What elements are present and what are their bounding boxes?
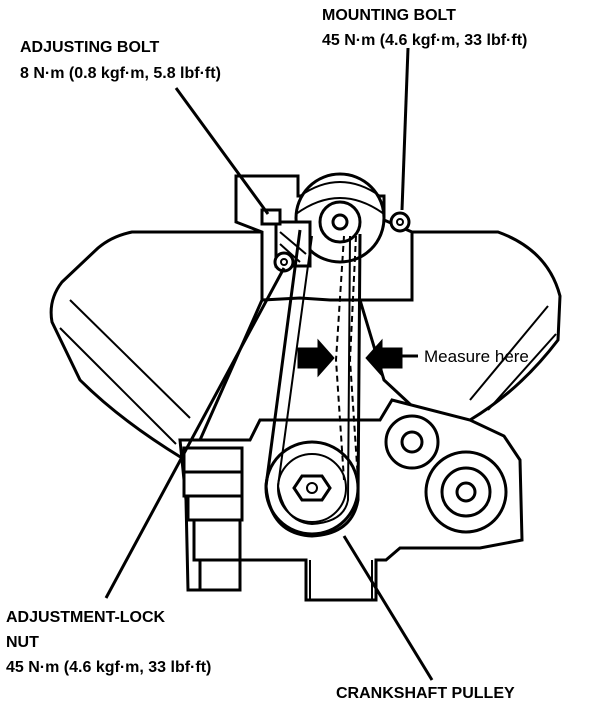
crankshaft-pulley-label: CRANKSHAFT PULLEY [336,685,515,702]
mounting-bolt [389,211,411,233]
bracket-plate-4 [192,518,242,562]
adjusting-bolt-label: ADJUSTING BOLT [20,39,159,56]
measure-arrow-right [365,338,403,378]
alternator-fins [299,181,381,197]
adjustment-lock-nut-label-line2: NUT [6,634,39,651]
measure-arrow-left [297,338,335,378]
mounting-bolt-torque: 45 N·m (4.6 kgf·m, 33 lbf·ft) [322,32,527,49]
leader-lines [104,47,434,681]
alternator-pulley-hub [331,213,349,231]
crankshaft-bolt [292,474,332,502]
bracket-plate-2 [182,470,244,498]
leader-adjustment-lock-nut [104,267,286,599]
belt-deflection-dashed [334,235,345,481]
left-cylinder-bank [49,230,264,460]
drive-belt-inner [276,235,351,526]
leader-adjusting-bolt [174,87,270,215]
bracket-plate-5 [198,558,242,592]
drive-belt [264,229,362,538]
adjustment-lock-nut-label-line1: ADJUSTMENT-LOCK [6,609,166,626]
adjusting-bolt-torque: 8 N·m (0.8 kgf·m, 5.8 lbf·ft) [20,65,221,82]
adjustment-lock-nut-torque: 45 N·m (4.6 kgf·m, 33 lbf·ft) [6,659,211,676]
adjusting-bolt [260,208,282,226]
bracket-plate-1 [182,446,244,474]
engine-illustration [49,172,562,602]
leader-crankshaft-pulley [342,535,434,681]
mounting-bolt-label: MOUNTING BOLT [322,7,456,24]
idler-pulley-hub [400,430,424,454]
measure-here-label: Measure here [424,347,529,366]
power-steering-pulley-hub [455,481,477,503]
bracket-plate-3 [186,494,244,522]
leader-mounting-bolt [400,47,410,211]
